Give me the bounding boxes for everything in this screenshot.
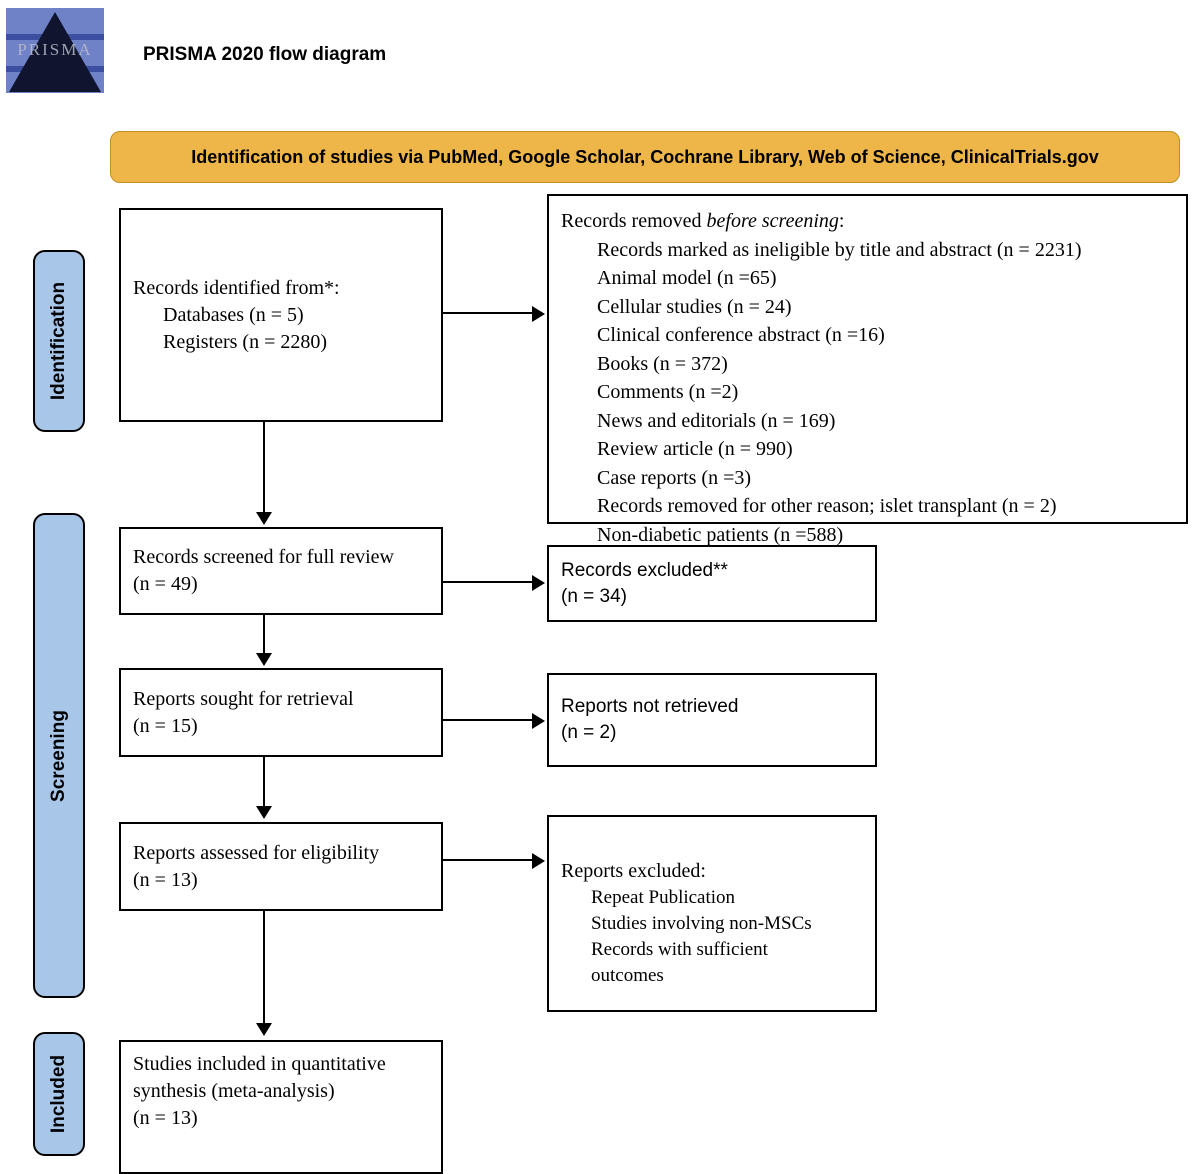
logo-wordmark: PRISMA — [17, 40, 93, 59]
box-line: Clinical conference abstract (n =16) — [597, 324, 885, 346]
arrowhead-down-icon — [256, 1023, 272, 1036]
box-line: Records with sufficient — [591, 939, 768, 960]
connector-assessed-to-reportsexcluded — [443, 859, 534, 861]
connector-sought-to-assessed — [263, 757, 265, 808]
box-line: (n = 34) — [561, 585, 628, 607]
box-line: News and editorials (n = 169) — [597, 409, 836, 432]
identification-banner: Identification of studies via PubMed, Go… — [110, 131, 1180, 183]
connector-screened-to-sought — [263, 615, 265, 655]
stage-label-identification: Identification — [33, 250, 85, 432]
box-records-removed-before-screening: Records removed before screening: Record… — [547, 194, 1188, 546]
box-line: Records identified from*: — [133, 276, 340, 299]
box-line: (n = 13) — [133, 1107, 198, 1129]
box-line: Repeat Publication — [591, 887, 736, 908]
box-studies-included: Studies included in quantitative synthes… — [119, 1040, 443, 1174]
box-reports-not-retrieved: Reports not retrieved (n = 2) — [547, 673, 877, 767]
box-line: Records excluded** — [561, 559, 728, 581]
box-records-identified: Records identified from*: Databases (n =… — [119, 208, 443, 422]
arrowhead-right-icon — [532, 853, 545, 869]
stage-label-included: Included — [33, 1032, 85, 1156]
stage-label-screening: Screening — [33, 513, 85, 998]
removed-title-italic: before screening — [706, 210, 839, 232]
box-line: (n = 2) — [561, 722, 617, 743]
box-line: Studies involving non-MSCs — [591, 913, 812, 934]
prisma-logo-icon: PRISMA — [6, 8, 104, 93]
box-line: Books (n = 372) — [597, 352, 728, 375]
box-line: Reports not retrieved — [561, 696, 739, 717]
box-line: Review article (n = 990) — [597, 438, 793, 460]
stage-included-text: Included — [48, 1054, 69, 1134]
box-line: Records removed for other reason; islet … — [597, 495, 1057, 517]
box-line: Reports sought for retrieval — [133, 687, 354, 710]
box-line: (n = 15) — [133, 714, 198, 737]
arrowhead-down-icon — [256, 806, 272, 819]
removed-title-suffix: : — [838, 210, 845, 232]
box-line: Animal model (n =65) — [597, 267, 777, 289]
arrowhead-right-icon — [532, 306, 545, 322]
box-line: Cellular studies (n = 24) — [597, 295, 792, 318]
box-records-excluded: Records excluded** (n = 34) — [547, 545, 877, 622]
box-line: synthesis (meta-analysis) — [133, 1080, 335, 1102]
box-line: Non-diabetic patients (n =588) — [597, 523, 844, 546]
box-line: Registers (n = 2280) — [163, 330, 328, 353]
arrowhead-down-icon — [256, 512, 272, 525]
box-reports-sought-for-retrieval: Reports sought for retrieval (n = 15) — [119, 668, 443, 757]
box-records-screened: Records screened for full review (n = 49… — [119, 527, 443, 615]
connector-identified-to-screened — [263, 422, 265, 514]
box-line: Comments (n =2) — [597, 381, 739, 403]
connector-screened-to-excluded — [443, 581, 534, 583]
box-line: Databases (n = 5) — [163, 303, 304, 326]
logo-triangle-icon — [9, 12, 101, 92]
arrowhead-right-icon — [532, 713, 545, 729]
page-title: PRISMA 2020 flow diagram — [143, 44, 387, 65]
box-line: Case reports (n =3) — [597, 466, 752, 489]
box-line: Reports assessed for eligibility — [133, 841, 380, 864]
box-line: (n = 49) — [133, 573, 198, 595]
box-reports-excluded: Reports excluded: Repeat Publication Stu… — [547, 815, 877, 1012]
stage-identification-text: Identification — [48, 281, 69, 401]
identification-banner-label: Identification of studies via PubMed, Go… — [191, 146, 1099, 167]
box-title: Records removed before screening: — [561, 207, 1174, 236]
box-title: Reports excluded: — [561, 860, 706, 882]
box-line: Records screened for full review — [133, 546, 394, 568]
arrowhead-down-icon — [256, 653, 272, 666]
stage-screening-text: Screening — [48, 709, 69, 802]
connector-sought-to-notretrieved — [443, 719, 534, 721]
box-line: outcomes — [591, 965, 664, 986]
removed-title-prefix: Records removed — [561, 210, 707, 232]
arrowhead-right-icon — [532, 575, 545, 591]
connector-identified-to-removed — [443, 312, 534, 314]
box-line: Studies included in quantitative — [133, 1053, 386, 1075]
box-line: Records marked as ineligible by title an… — [597, 238, 1082, 261]
box-reports-assessed-for-eligibility: Reports assessed for eligibility (n = 13… — [119, 822, 443, 911]
box-line: (n = 13) — [133, 868, 198, 891]
connector-assessed-to-included — [263, 911, 265, 1025]
